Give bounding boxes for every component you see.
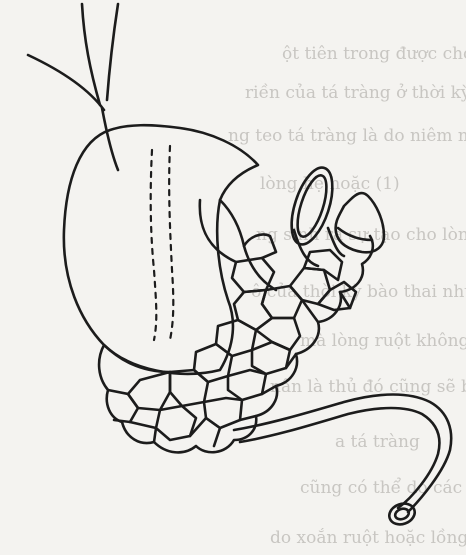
duct-vessels	[28, 4, 118, 170]
stomach-sac	[64, 125, 258, 374]
tubular-tail	[234, 395, 451, 528]
small-tube	[336, 193, 384, 252]
